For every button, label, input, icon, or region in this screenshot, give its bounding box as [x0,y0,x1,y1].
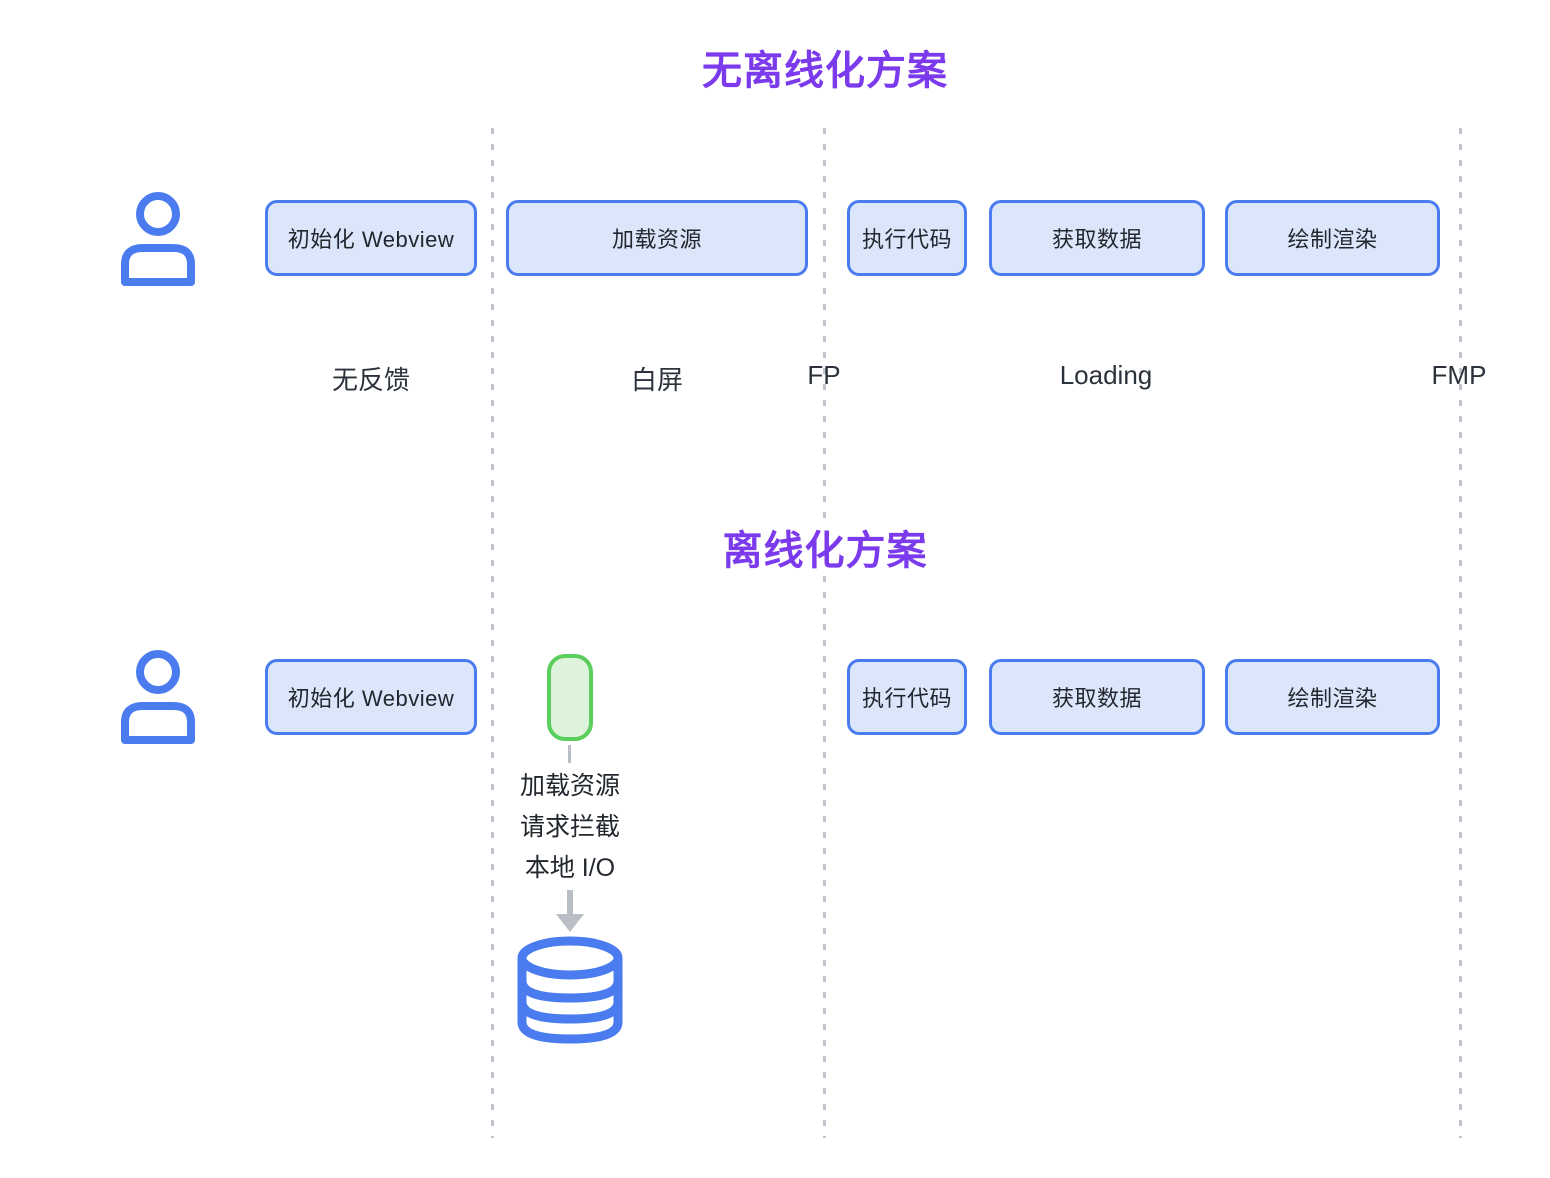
offline-annotation: 加载资源 请求拦截 本地 I/O [420,766,720,889]
phase-box-execute-code-row1[interactable]: 执行代码 [847,200,967,276]
phase-box-init-webview-row1[interactable]: 初始化 Webview [265,200,477,276]
stage-label-no-feedback: 无反馈 [331,365,410,395]
stage-label-fp: FP [807,360,841,390]
timeline-guide-3 [1459,128,1462,1138]
phase-box-render-row1[interactable]: 绘制渲染 [1225,200,1440,276]
annotation-line-3: 本地 I/O [524,854,616,882]
phase-box-fetch-data-row2[interactable]: 获取数据 [989,659,1205,735]
phase-box-init-webview-row2[interactable]: 初始化 Webview [265,659,477,735]
arrow-down-icon [548,888,592,934]
annotation-line-2: 请求拦截 [519,813,620,841]
annotation-line-1: 加载资源 [519,772,620,800]
user-icon-row2 [113,648,203,744]
stage-label-fmp: FMP [1431,360,1487,390]
phase-box-render-row2[interactable]: 绘制渲染 [1225,659,1440,735]
user-icon-row1 [113,190,203,286]
offline-cache-marker[interactable] [547,654,593,741]
page-title-no-offline: 无离线化方案 [702,49,948,93]
connector-line [568,745,571,763]
timeline-guide-1 [491,128,494,1138]
stage-label-white-screen: 白屏 [630,365,683,395]
phase-box-fetch-data-row1[interactable]: 获取数据 [989,200,1205,276]
timeline-guide-2 [823,128,826,1138]
phase-box-execute-code-row2[interactable]: 执行代码 [847,659,967,735]
phase-box-load-resources-row1[interactable]: 加载资源 [506,200,808,276]
page-title-offline: 离线化方案 [600,518,1050,576]
stage-label-loading: Loading [1059,360,1153,390]
database-icon [512,934,628,1046]
